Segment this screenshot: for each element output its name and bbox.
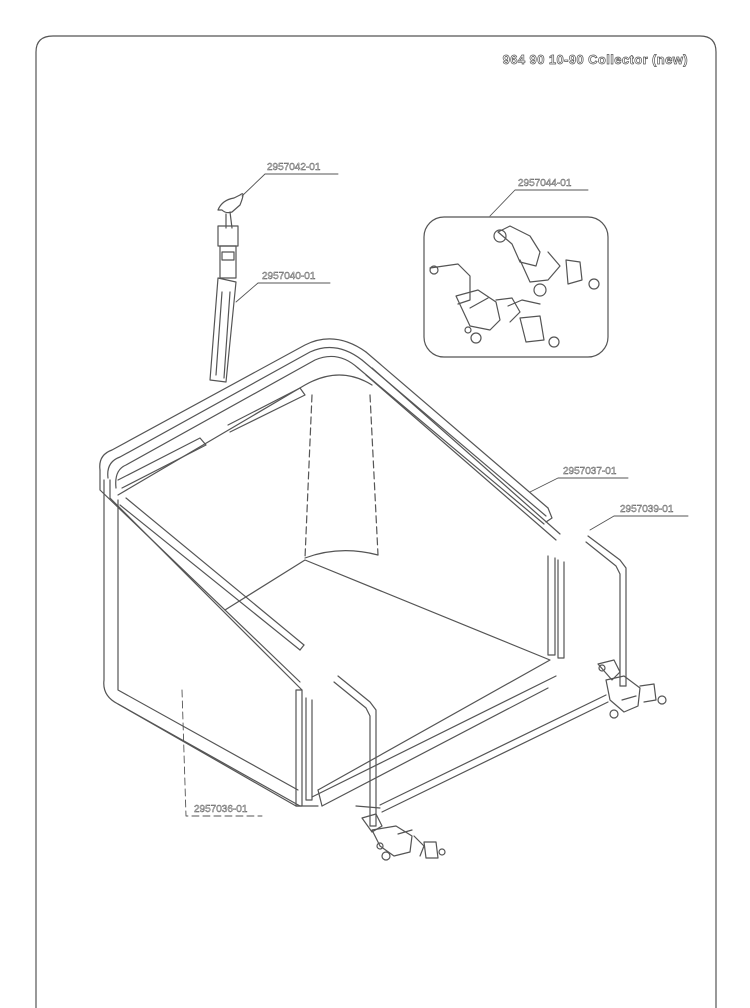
part-label-2957039-01: 2957039-01 [620, 504, 674, 515]
front-right-post [547, 555, 565, 659]
leader-2957044-01 [489, 189, 589, 217]
latch-left [361, 813, 446, 861]
sheet-frame [35, 35, 717, 1008]
latch-inset [423, 216, 609, 358]
part-label-2957040-01: 2957040-01 [262, 271, 316, 282]
leader-lines [181, 173, 689, 817]
leader-2957037-01 [529, 477, 629, 493]
front-rod [333, 675, 377, 827]
leader-2957040-01 [235, 282, 331, 303]
part-label-2957037-01: 2957037-01 [563, 466, 617, 477]
part-label-2957044-01: 2957044-01 [518, 178, 572, 189]
lower-bar [355, 694, 609, 813]
part-label-2957042-01: 2957042-01 [267, 162, 321, 173]
handle-strap [209, 193, 244, 383]
side-rod [585, 535, 627, 687]
latch-right [597, 659, 667, 719]
frame-tube [99, 338, 561, 691]
leader-2957042-01 [241, 173, 339, 197]
part-label-2957036-01: 2957036-01 [194, 804, 248, 815]
diagram-title: 964 90 10-90 Collector (new) [502, 52, 688, 68]
leader-2957039-01 [589, 515, 689, 531]
front-left-post [295, 689, 313, 807]
leader-2957036-01 [181, 689, 263, 817]
